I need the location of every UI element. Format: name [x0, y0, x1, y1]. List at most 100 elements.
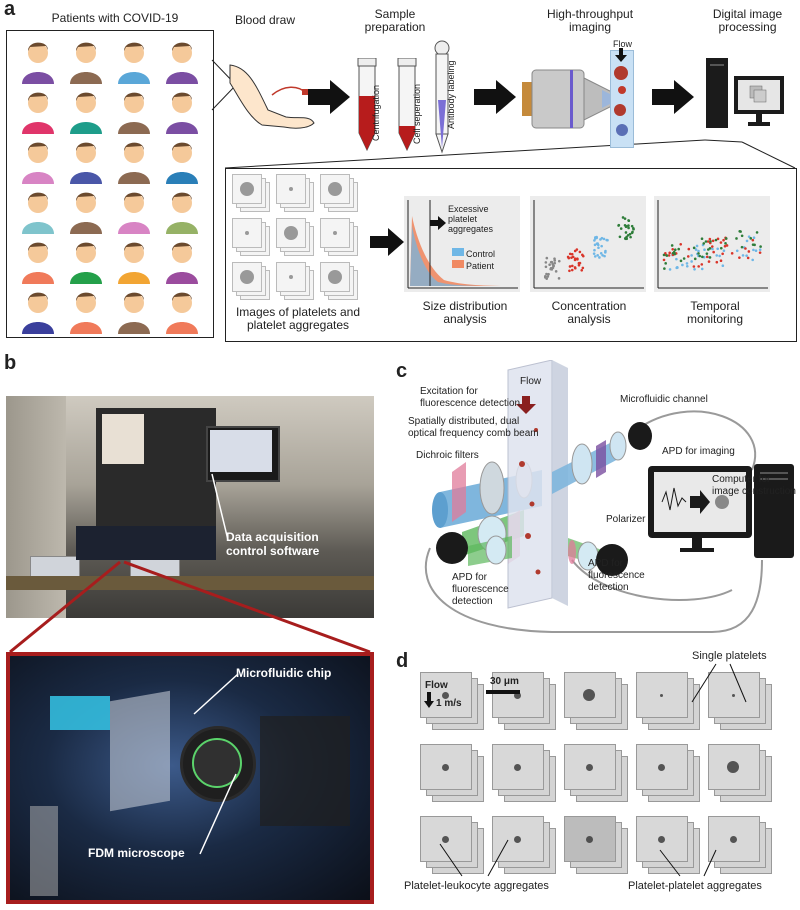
flow-cell: [618, 86, 626, 94]
microscope-closeup-photo: [6, 652, 374, 904]
image-tile: [276, 218, 306, 248]
image-tile: [320, 262, 350, 292]
patient-avatar: [114, 236, 154, 294]
image-tile: [232, 262, 262, 292]
patient-avatar: [66, 36, 106, 94]
imaging-label: High-throughput imaging: [546, 7, 634, 34]
d-speed-label: 1 m/s: [436, 698, 462, 709]
c-excitation-label: Excitation for fluorescence detection: [420, 386, 521, 409]
cell-image-stack: [420, 672, 484, 730]
cell-image-stack: [564, 816, 628, 874]
arrow-3: [652, 80, 694, 114]
patient-avatar: [18, 186, 58, 244]
labeling-tube-icon: [434, 40, 450, 154]
arrow-4: [370, 228, 404, 256]
cell-image-stack: [708, 672, 772, 730]
legend-control: Control: [466, 249, 496, 259]
chip-label: Microfluidic chip: [236, 666, 332, 680]
cell-image-stack: [564, 672, 628, 730]
flow-cell: [614, 66, 628, 80]
d-scale-bar: [486, 690, 520, 694]
patient-avatar: [114, 86, 154, 144]
c-flow-label: Flow: [520, 376, 542, 387]
patient-avatar: [66, 236, 106, 294]
panel-letter-a: a: [4, 0, 16, 20]
flow-cell: [616, 124, 628, 136]
excessive-label: Excessive platelet aggregates: [448, 204, 494, 234]
chip-pointer: [193, 673, 239, 715]
patient-avatar: [18, 36, 58, 94]
cell-image-stack: [636, 816, 700, 874]
d-pl-leuk-label: Platelet-leukocyte aggregates: [404, 880, 549, 892]
images-caption: Images of platelets and platelet aggrega…: [235, 305, 361, 332]
flow-arrow-a-icon: [615, 48, 627, 62]
patient-avatar: [162, 86, 202, 144]
zoom-lines: [9, 560, 371, 654]
legend-patient: Patient: [466, 261, 495, 271]
daq-pointer: [211, 473, 229, 541]
separation-tube-icon: [397, 58, 417, 152]
processing-label: Digital image processing: [712, 7, 783, 34]
c-polarizer-label: Polarizer: [606, 514, 646, 525]
panel-letter-c: c: [396, 360, 408, 382]
size-distribution-plot: [404, 196, 520, 292]
c-comb-label: Spatially distributed, dual optical freq…: [408, 416, 539, 439]
cell-image-stack: [636, 672, 700, 730]
d-flow-arrow-icon: [424, 692, 434, 708]
patient-avatar: [66, 186, 106, 244]
c-apd-fluor-left-label: APD for fluorescence detection: [452, 572, 509, 607]
c-dichroic-label: Dichroic filters: [416, 450, 479, 461]
daq-label: Data acquisition control software: [226, 530, 320, 558]
cell-image-stack: [420, 744, 484, 802]
patient-avatar: [66, 86, 106, 144]
centrifuge-tube-icon: [357, 58, 377, 152]
patient-avatar: [66, 136, 106, 194]
d-single-label: Single platelets: [692, 650, 767, 662]
image-tile: [276, 174, 306, 204]
image-tile: [320, 218, 350, 248]
cell-image-stack: [708, 816, 772, 874]
arrow-2: [474, 80, 516, 114]
d-scale-label: 30 μm: [490, 676, 519, 687]
temporal-caption: Temporal monitoring: [686, 299, 744, 326]
concentration-caption: Concentration analysis: [551, 299, 627, 326]
patient-avatar: [18, 136, 58, 194]
optical-schematic: [424, 360, 794, 633]
excessive-arrow-icon: [430, 216, 446, 230]
cell-image-stack: [420, 816, 484, 874]
size-dist-caption: Size distribution analysis: [422, 299, 508, 326]
cell-image-stack: [492, 672, 556, 730]
image-tile: [276, 262, 306, 292]
flow-label-a: Flow: [613, 39, 633, 49]
fdm-pointer: [199, 773, 237, 855]
c-computer-label: Computer for image construction: [712, 474, 796, 497]
temporal-scatter: [654, 196, 770, 292]
workstation-icon: [706, 58, 784, 128]
panel-letter-b: b: [4, 352, 17, 374]
panel-letter-d: d: [396, 650, 409, 672]
patient-avatar: [18, 236, 58, 294]
patient-avatar: [114, 286, 154, 344]
sample-prep-label: Sample preparation: [364, 7, 426, 34]
cell-image-stack: [492, 816, 556, 874]
cell-image-stack: [492, 744, 556, 802]
flow-cell: [614, 104, 626, 116]
objective-lens-icon: [522, 69, 614, 129]
c-apd-imaging-label: APD for imaging: [662, 446, 735, 457]
patient-avatar: [162, 236, 202, 294]
fdm-label: FDM microscope: [88, 846, 185, 860]
patient-avatar: [162, 186, 202, 244]
patient-avatar: [66, 286, 106, 344]
arm-illustration: [229, 64, 315, 129]
concentration-scatter: [530, 196, 646, 292]
patient-avatar: [114, 36, 154, 94]
blood-draw-label: Blood draw: [234, 13, 296, 27]
cell-image-stack: [564, 744, 628, 802]
patient-avatar: [18, 86, 58, 144]
d-flow-label: Flow: [425, 680, 448, 691]
patient-avatar: [114, 186, 154, 244]
arrow-1: [308, 80, 350, 114]
patient-avatar: [114, 136, 154, 194]
patient-avatar: [162, 36, 202, 94]
